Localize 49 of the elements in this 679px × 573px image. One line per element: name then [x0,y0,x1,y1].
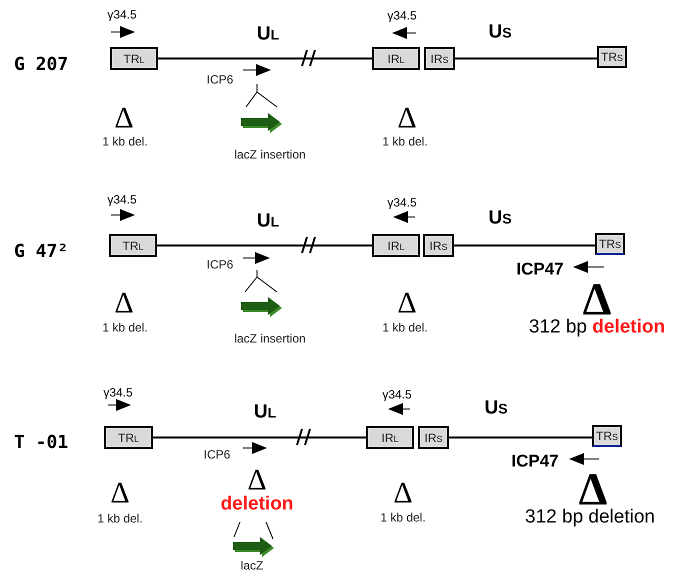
annotation-text: lacZ insertion [234,332,306,346]
gene-label: γ34.5 [382,388,412,402]
gene-label: γ34.5 [107,8,137,22]
region-box [592,425,622,447]
annotation-text: lacZ [240,559,264,573]
deletion-note: deletion [220,494,294,516]
annotation-text: 1 kb del. [382,321,428,335]
genome-line [153,436,366,438]
annotation-text: ICP6 [206,73,234,87]
annotation-text: lacZ insertion [234,148,306,162]
region-box [109,234,157,257]
deletion-symbol: Δ [397,102,417,134]
annotation-text: ICP6 [206,258,234,272]
construct-name: G 207 [14,55,68,75]
region-box [366,426,414,449]
construct-name: G 47² [14,242,68,262]
genome-line [449,436,592,438]
annotation-text: 1 kb del. [102,135,148,149]
region-box [424,47,455,70]
annotation-text: 1 kb del. [382,135,428,149]
construct-name: T -01 [14,433,68,453]
gene-label: γ34.5 [387,196,417,210]
region-box [423,234,454,257]
annotation-text: ICP6 [204,448,230,462]
gene-label: γ34.5 [103,386,133,400]
gene-label: ICP47 [516,260,564,280]
deletion-symbol: Δ [393,476,413,510]
deletion-symbol: Δ [247,464,267,496]
deletion-symbol: Δ [397,286,417,320]
region-box [104,426,153,449]
genome-line [455,58,597,60]
genome-line [454,244,595,246]
gene-label: γ34.5 [387,9,417,23]
deletion-symbol: Δ [114,102,134,134]
region-box [418,426,449,449]
genome-line [158,58,372,60]
annotation-text: 1 kb del. [380,511,426,525]
annotation-text: 1 kb del. [97,512,143,526]
gene-label: ICP47 [511,452,559,472]
gene-label: γ34.5 [107,193,137,207]
deletion-symbol: Δ [114,286,134,320]
region-box [110,47,158,70]
genome-line [157,244,372,246]
deletion-symbol: Δ [110,476,130,510]
region-box [597,46,627,68]
annotation-text: 1 kb del. [102,321,148,335]
region-box [372,47,420,70]
region-box [372,234,420,257]
region-box [595,233,625,255]
